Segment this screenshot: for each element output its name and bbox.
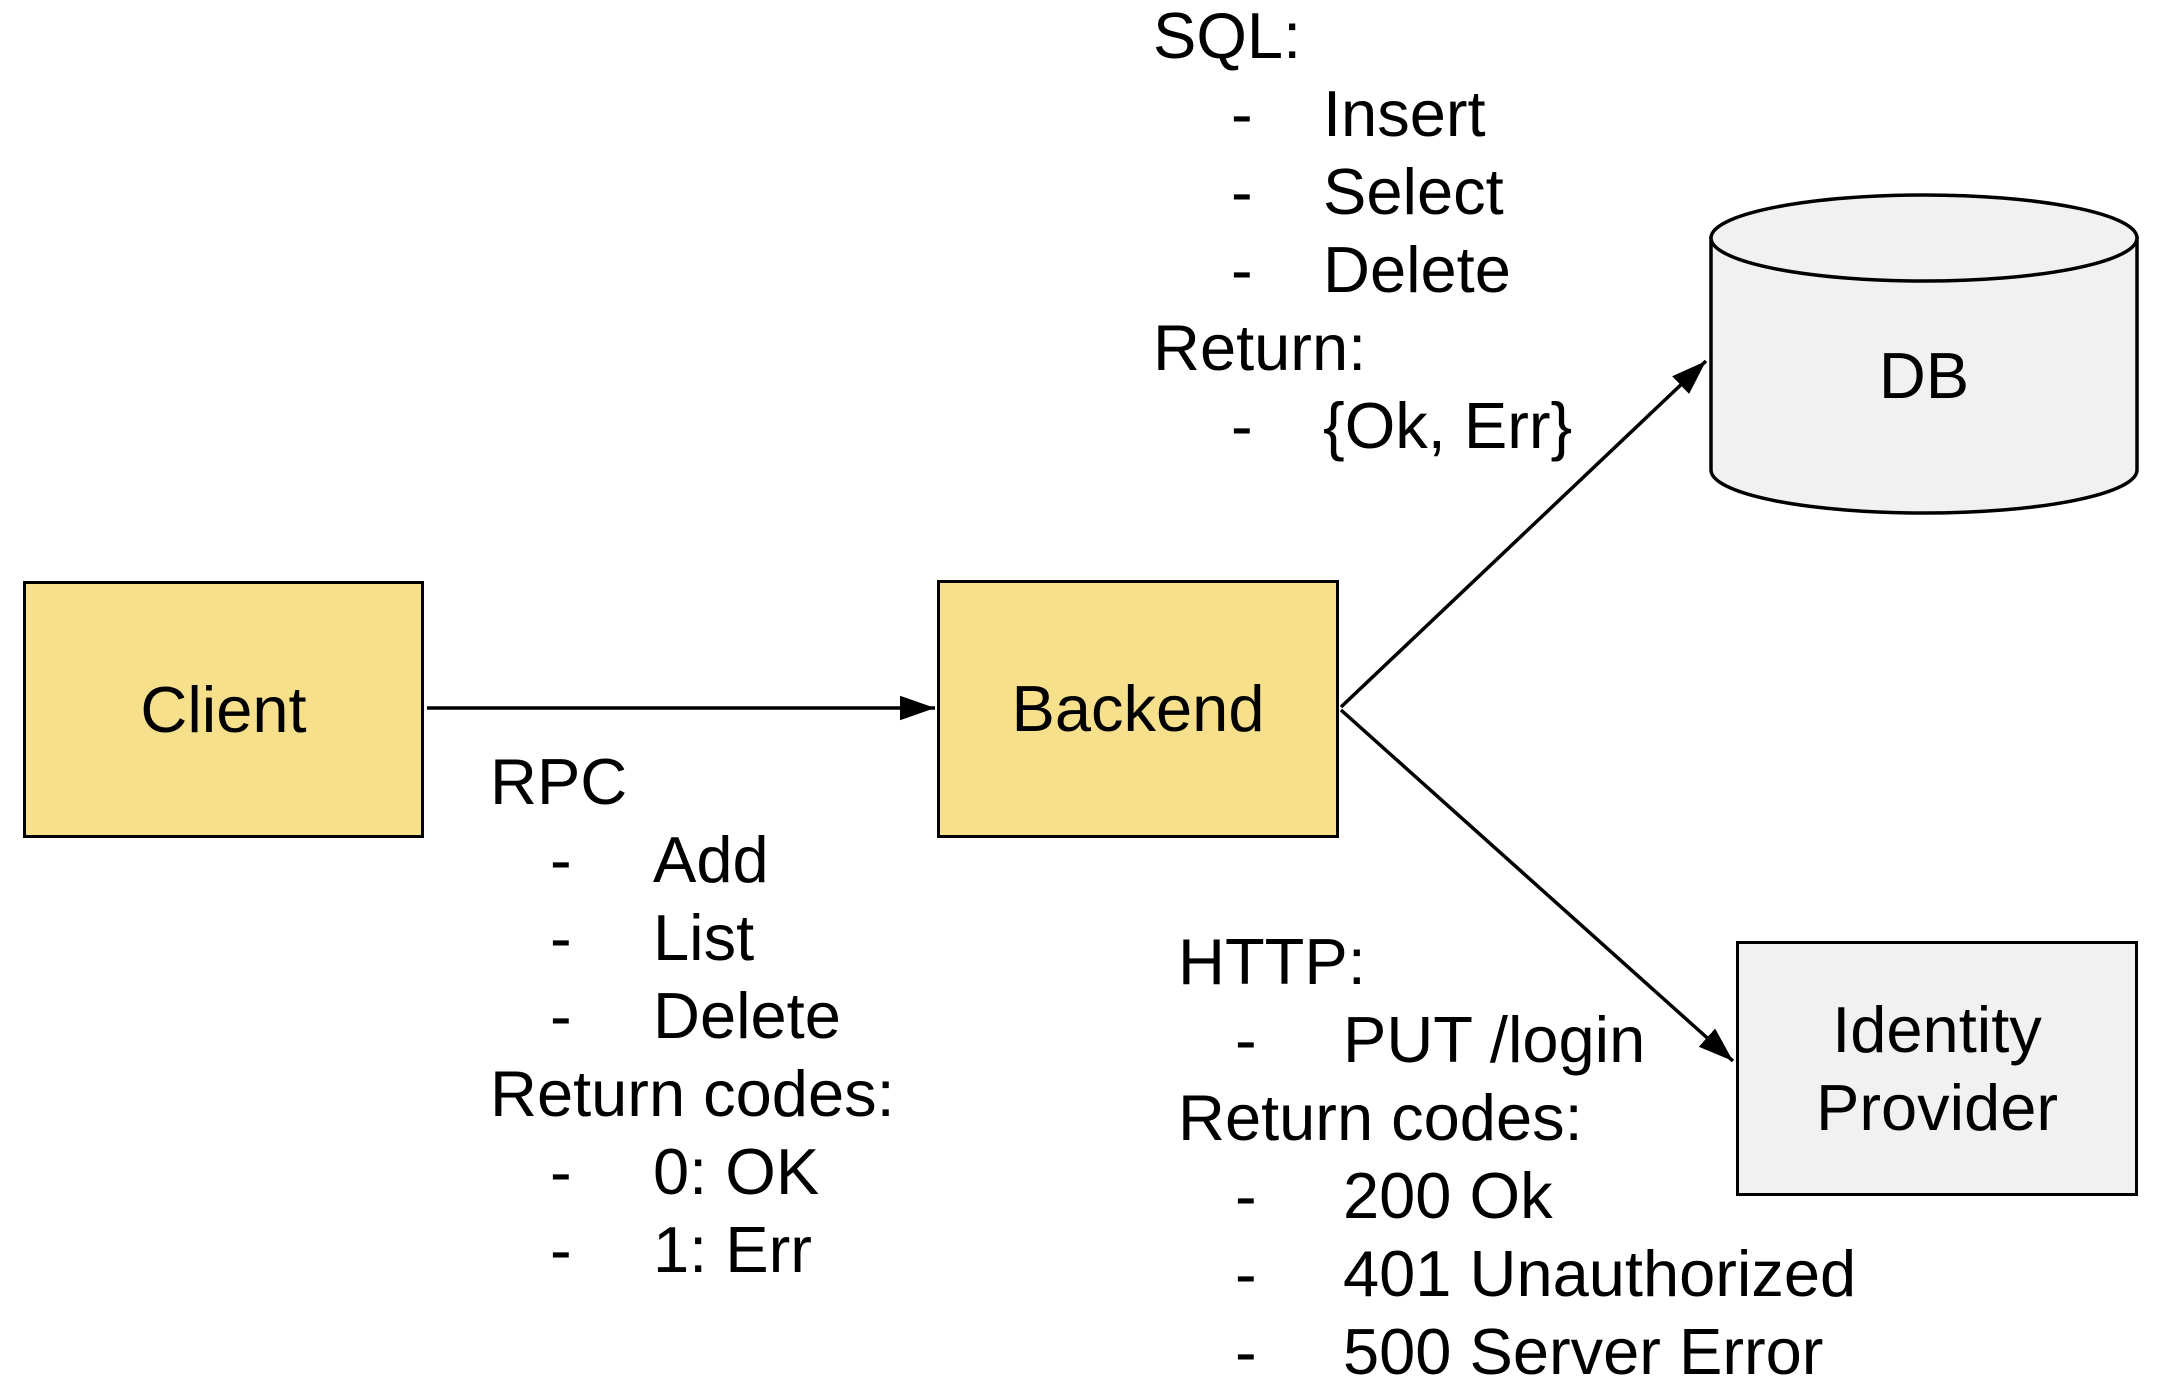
node-backend-label: Backend	[1011, 672, 1265, 745]
annotation-line: -Delete	[1153, 231, 1572, 309]
bullet-dash: -	[550, 823, 572, 896]
bullet-dash: -	[550, 1135, 572, 1208]
arrow-backend-to-identity-provider	[1339, 708, 1735, 1063]
node-backend: Backend	[937, 580, 1339, 838]
db-cylinder-body	[1709, 236, 2139, 515]
bullet-dash: -	[1231, 233, 1253, 306]
node-client: Client	[23, 581, 424, 838]
bullet-dash: -	[550, 1213, 572, 1286]
annotation-text: 500 Server Error	[1343, 1315, 1824, 1388]
annotation-line: RPC	[490, 743, 895, 821]
annotation-text: 0: OK	[653, 1135, 820, 1208]
annotation-line: - 200 Ok	[1178, 1157, 1856, 1235]
node-identity-provider-label: Identity Provider	[1815, 992, 2059, 1144]
bullet-dash: -	[1231, 389, 1253, 462]
annotation-line: HTTP:	[1178, 923, 1856, 1001]
annotation-text: Delete	[1323, 233, 1511, 306]
annotation-line: - 1: Err	[490, 1211, 895, 1289]
annotation-text: {Ok, Err}	[1323, 389, 1573, 462]
bullet-dash: -	[1231, 77, 1253, 150]
annotation-line: - PUT /login	[1178, 1001, 1856, 1079]
annotation-text: 200 Ok	[1343, 1159, 1553, 1232]
rpc-annotation: RPC - Add - List - Delete Return codes: - 0:…	[490, 743, 895, 1289]
bullet-dash: -	[550, 901, 572, 974]
annotation-text: 1: Err	[653, 1213, 812, 1286]
annotation-line: SQL:	[1153, 0, 1572, 75]
annotation-line: - 401 Unauthorized	[1178, 1235, 1856, 1313]
annotation-text: Select	[1323, 155, 1504, 228]
annotation-text: Add	[653, 823, 769, 896]
bullet-dash: -	[1235, 1315, 1257, 1388]
annotation-line: Return:	[1153, 309, 1572, 387]
annotation-line: - List	[490, 899, 895, 977]
annotation-line: - Delete	[490, 977, 895, 1055]
annotation-text: 401 Unauthorized	[1343, 1237, 1857, 1310]
bullet-dash: -	[1235, 1003, 1257, 1076]
annotation-heading: Return:	[1153, 311, 1367, 384]
annotation-text: Insert	[1323, 77, 1486, 150]
http-annotation: HTTP: -PUT /login Return codes: -200 Ok …	[1178, 923, 1856, 1391]
annotation-heading: Return codes:	[490, 1057, 895, 1130]
annotation-line: -Select	[1153, 153, 1572, 231]
annotation-text: PUT /login	[1343, 1003, 1646, 1076]
bullet-dash: -	[1231, 155, 1253, 228]
annotation-line: -Insert	[1153, 75, 1572, 153]
annotation-text: List	[653, 901, 755, 974]
node-identity-provider: Identity Provider	[1736, 941, 2138, 1196]
annotation-line: -{Ok, Err}	[1153, 387, 1572, 465]
annotation-heading: Return codes:	[1178, 1081, 1583, 1154]
arrow-backend-to-db	[1339, 359, 1708, 709]
node-db-label: DB	[1878, 339, 1970, 412]
annotation-heading: SQL:	[1153, 0, 1302, 72]
annotation-heading: HTTP:	[1178, 925, 1366, 998]
node-client-label: Client	[140, 672, 307, 746]
annotation-line: - 0: OK	[490, 1133, 895, 1211]
bullet-dash: -	[550, 979, 572, 1052]
bullet-dash: -	[1235, 1237, 1257, 1310]
annotation-line: Return codes:	[1178, 1079, 1856, 1157]
annotation-text: Delete	[653, 979, 841, 1052]
annotation-line: - Add	[490, 821, 895, 899]
annotation-line: - 500 Server Error	[1178, 1313, 1856, 1391]
bullet-dash: -	[1235, 1159, 1257, 1232]
db-cylinder-top	[1709, 193, 2139, 283]
annotation-heading: RPC	[490, 745, 628, 818]
annotation-line: Return codes:	[490, 1055, 895, 1133]
sql-annotation: SQL: -Insert -Select -Delete Return: -{O…	[1153, 0, 1572, 465]
